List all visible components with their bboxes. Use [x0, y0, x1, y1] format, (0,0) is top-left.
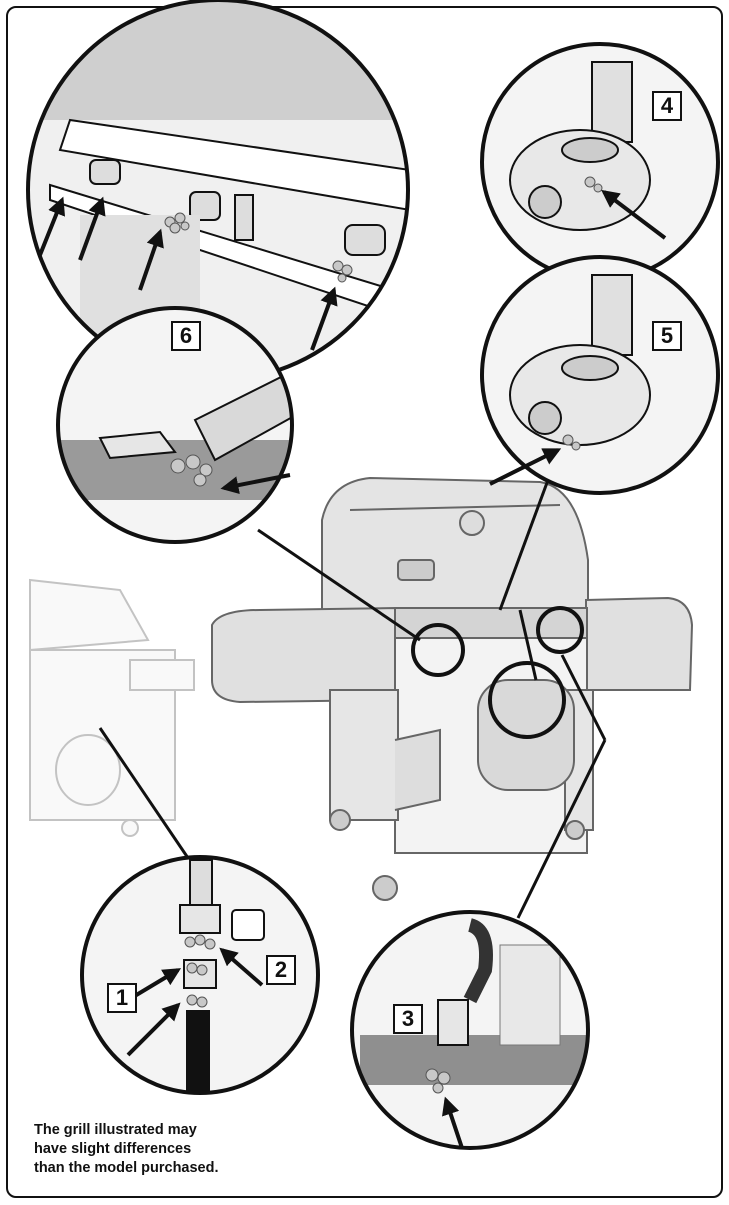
step-label-6: 6 [171, 321, 201, 351]
faded-grill-left [30, 580, 194, 836]
step-label-4: 4 [652, 91, 682, 121]
step-label-2: 2 [266, 955, 296, 985]
note-line-1: The grill illustrated may [34, 1121, 284, 1140]
step-label-3: 3 [393, 1004, 423, 1034]
main-grill [212, 478, 692, 900]
note-line-3: than the model purchased. [34, 1159, 284, 1178]
disclaimer-note: The grill illustrated may have slight di… [34, 1121, 284, 1178]
step-label-1: 1 [107, 983, 137, 1013]
step-label-5: 5 [652, 321, 682, 351]
note-line-2: have slight differences [34, 1140, 284, 1159]
